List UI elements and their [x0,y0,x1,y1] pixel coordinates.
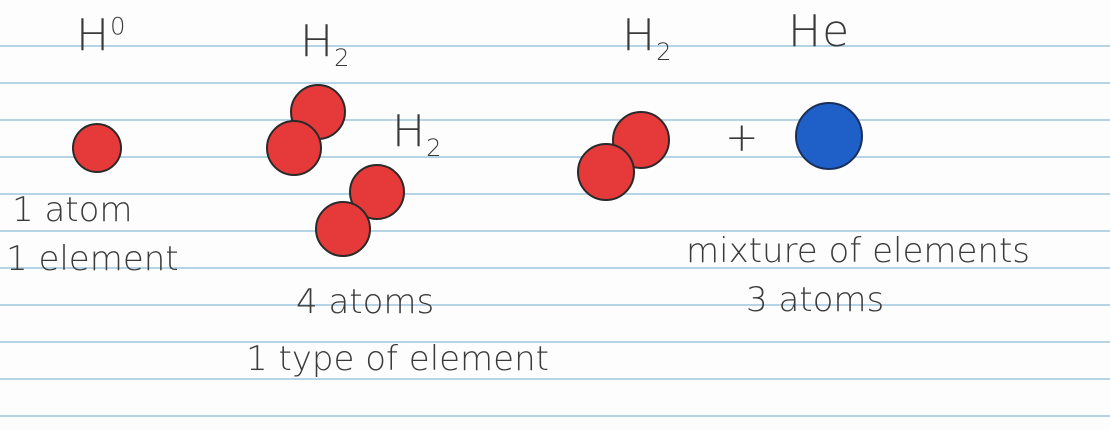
formula-subscript: 2 [656,37,673,66]
formula-h2: H2 [622,14,672,64]
caption-line: 1 element [6,239,179,279]
formula-subscript: 2 [334,43,351,72]
formula-h0: H0 [76,14,126,58]
plus-sign: + [725,115,760,161]
formula-symbol: He [788,6,851,57]
formula-he: He [788,10,850,54]
caption-line: 1 type of element [246,339,549,379]
formula-symbol: H [300,16,335,67]
hydrogen-atom [315,201,371,257]
hydrogen-atom [266,120,322,176]
helium-atom [795,102,863,170]
hydrogen-atom [577,143,635,201]
formula-symbol: H [392,106,427,157]
hydrogen-atom [72,123,122,173]
caption-line: 3 atoms [746,280,885,320]
formula-symbol: H [76,10,111,61]
caption-line: 1 atom [12,190,133,230]
caption-line: mixture of elements [686,231,1031,271]
formula-h2: H2 [300,20,350,70]
caption-line: 4 atoms [296,282,435,322]
formula-superscript: 0 [110,12,127,41]
formula-h2: H2 [392,110,442,160]
hydrogen-atom [349,164,405,220]
formula-symbol: H [622,10,657,61]
formula-subscript: 2 [426,133,443,162]
